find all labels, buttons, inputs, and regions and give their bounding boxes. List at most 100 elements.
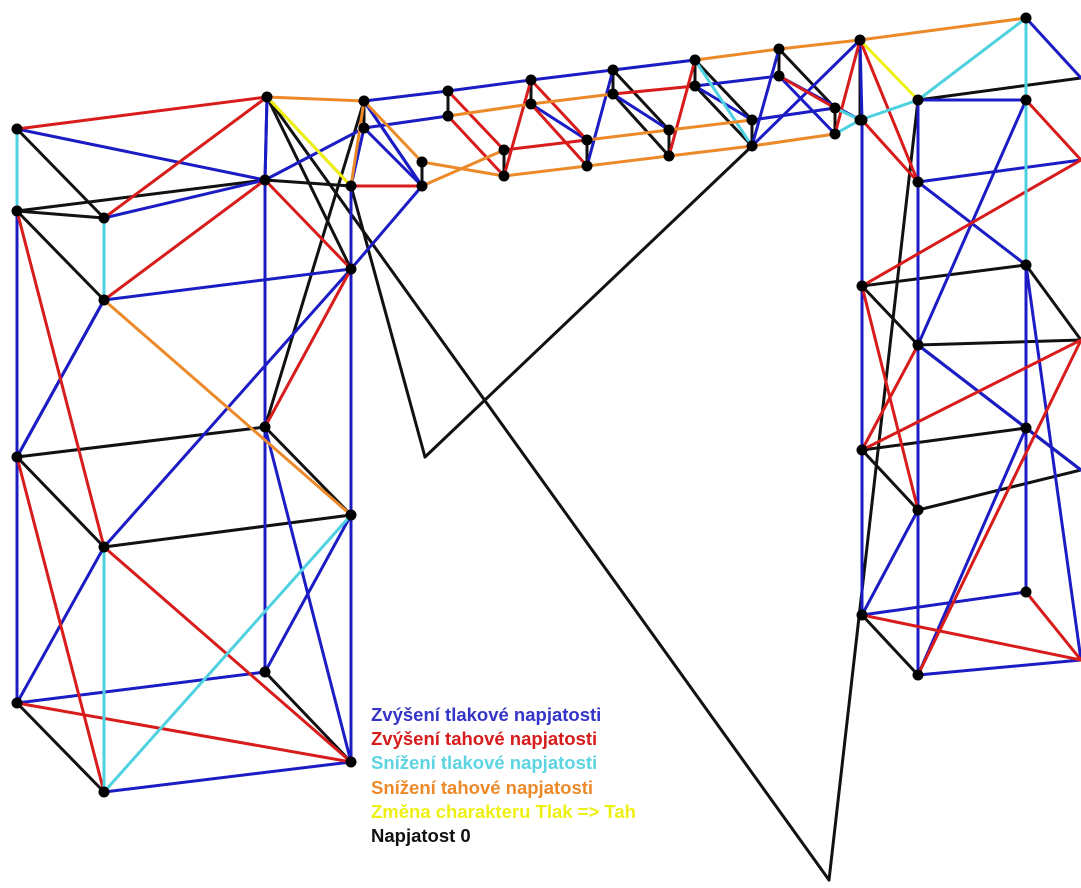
truss-node [829,128,841,140]
truss-node [663,150,675,162]
truss-member [446,102,533,118]
truss-node [1020,12,1032,24]
truss-member [102,267,353,302]
truss-member [777,74,837,136]
truss-node [746,140,758,152]
truss-member [102,298,353,517]
truss-node [442,85,454,97]
truss-member [858,16,1028,42]
truss-node [856,444,868,456]
truss-node [525,98,537,110]
truss-member [585,128,671,142]
truss-node [345,263,357,275]
truss-member [860,284,920,347]
legend-item-tension-increase: Zvýšení tahové napjatosti [371,728,598,750]
truss-member [860,613,1081,662]
truss-node [663,124,675,136]
truss-node [345,509,357,521]
truss-node [498,144,510,156]
truss-member [916,76,1081,102]
truss-member [362,126,424,188]
truss-member [611,92,671,158]
truss-member [446,89,506,152]
truss-node [1020,586,1032,598]
truss-member [362,99,424,164]
truss-member [916,343,1081,472]
truss-member [860,263,1028,288]
truss-node [358,95,370,107]
truss-member [362,89,450,103]
truss-member [349,184,424,271]
truss-node [856,609,868,621]
truss-member [860,118,920,184]
truss-member [860,508,920,617]
truss-member [265,95,831,882]
truss-member [265,95,353,271]
truss-member [15,670,267,705]
truss-node [442,110,454,122]
truss-member [102,513,353,549]
truss-member [1024,16,1081,80]
truss-node [259,174,271,186]
truss-member [15,209,106,220]
truss-member [693,84,754,148]
truss-member [529,92,615,106]
truss-node [98,212,110,224]
truss-node [1020,259,1032,271]
truss-member [693,74,781,88]
truss-member [102,760,353,794]
truss-member [362,99,424,188]
truss-member [15,455,106,794]
truss-member [667,58,697,158]
legend-item-tension-decrease: Snížení tahové napjatosti [371,776,594,798]
truss-member [263,95,269,182]
truss-member [529,102,589,168]
truss-member [833,38,862,136]
truss-member [502,138,589,152]
truss-member [777,38,862,51]
truss-member [529,78,589,142]
truss-member [423,144,754,459]
truss-member [916,338,1081,677]
truss-member [15,701,106,794]
truss-member [777,47,837,110]
truss-node [581,160,593,172]
truss-members [15,16,1081,882]
truss-node [689,54,701,66]
truss-member [15,209,106,302]
truss-member [585,154,671,168]
truss-member [263,99,366,429]
truss-node [98,786,110,798]
truss-node [11,697,23,709]
legend-item-zero-stress: Napjatost 0 [371,825,471,847]
truss-node [912,669,924,681]
truss-node [689,80,701,92]
truss-member [529,68,615,82]
truss-member [446,78,533,93]
truss-node [416,180,428,192]
truss-member [502,164,589,178]
truss-member [860,284,920,512]
truss-node [829,102,841,114]
truss-member [15,701,353,764]
truss-node [1020,422,1032,434]
truss-member [916,426,1028,677]
truss-member [265,95,366,103]
legend-item-compression-increase: Zvýšení tlakové napjatosti [371,704,602,725]
truss-member [585,68,615,168]
truss-member [263,425,353,517]
truss-node [259,666,271,678]
truss-node [773,43,785,55]
truss-member [1024,263,1081,342]
truss-member [611,92,671,132]
truss-member [529,102,589,142]
truss-node [581,134,593,146]
truss-member [15,425,267,459]
truss-node [259,421,271,433]
truss-member [858,98,920,122]
truss-node [358,122,370,134]
truss-member [693,47,781,62]
truss-member [349,184,427,459]
truss-member [15,455,106,549]
truss-member [263,670,353,764]
